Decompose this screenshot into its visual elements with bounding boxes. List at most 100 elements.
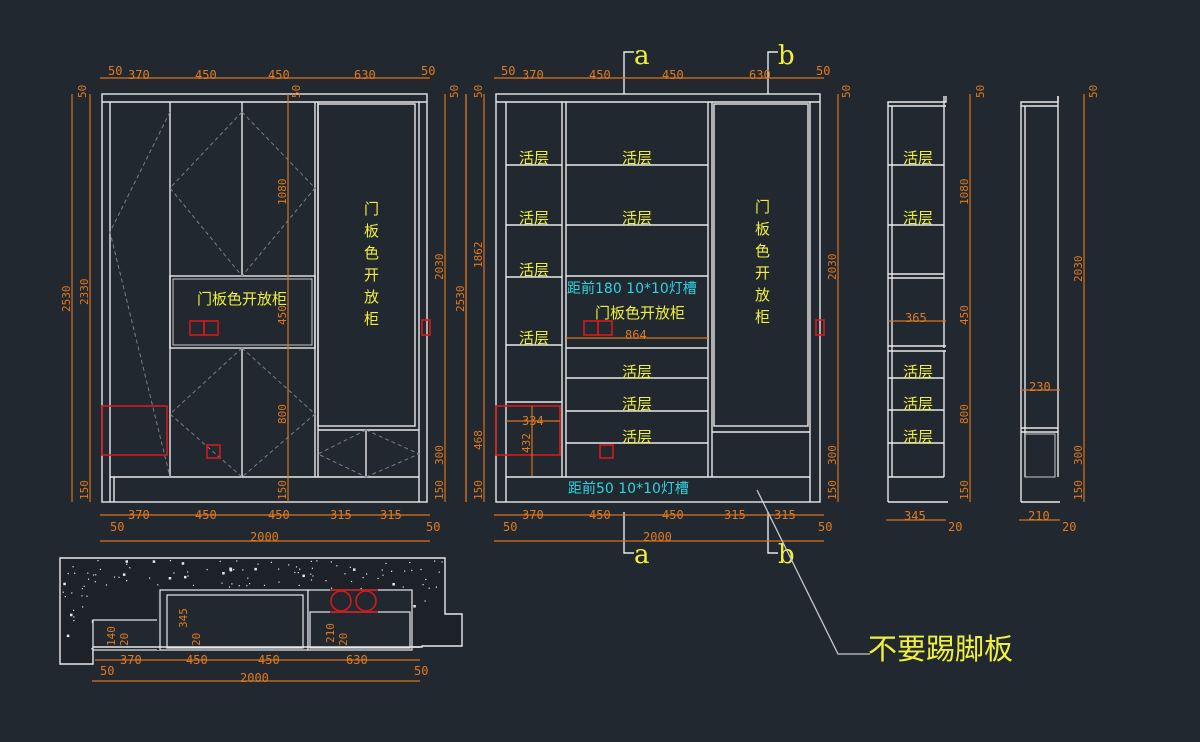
hatch-dot (360, 587, 362, 590)
hatch-dot (434, 560, 436, 562)
dim-label: 2030 (826, 254, 839, 281)
hatch-dot (238, 585, 240, 587)
front-tall-cabinet (317, 103, 416, 427)
hatch-dot (424, 600, 426, 602)
shelf-label: 活层 (622, 209, 652, 227)
dim-label: 300 (1072, 445, 1085, 465)
dim-label: 630 (346, 653, 368, 667)
shelf-label: 活层 (519, 329, 549, 347)
hatch-dot (299, 568, 301, 570)
hatch-dot (152, 560, 156, 563)
dim-label: 450 (276, 305, 289, 325)
dim-label: 150 (826, 480, 839, 500)
interior-tall-cabinet (713, 103, 809, 427)
hatch-dot (330, 561, 332, 563)
hatch-dot (362, 577, 364, 579)
dim-label: 864 (625, 328, 647, 342)
shelf-label: 活层 (903, 428, 933, 446)
hatch-dot (404, 570, 406, 572)
switch-marker (206, 444, 221, 459)
hatch-dot (242, 569, 244, 571)
hatch-dot (409, 561, 411, 564)
hatch-dot (257, 563, 259, 565)
dim-label: 150 (1072, 480, 1085, 500)
hatch-dot (187, 575, 189, 577)
hatch-dot (310, 573, 312, 575)
hatch-dot (192, 584, 195, 586)
hatch-dot (391, 570, 393, 572)
dim-label: 370 (120, 653, 142, 667)
hatch-dot (86, 595, 88, 597)
dim-label: 50 (76, 85, 89, 98)
dim-label: 50 (108, 64, 122, 78)
shelf-label: 活层 (622, 149, 652, 167)
dim-label: 450 (589, 508, 611, 522)
hatch-dot (420, 568, 422, 571)
dim-label: 370 (128, 68, 150, 82)
dim-label: 370 (522, 508, 544, 522)
socket-marker-a (189, 320, 205, 336)
dim-label: 2030 (1072, 256, 1085, 283)
hatch-dot (254, 567, 257, 571)
dim-label: 50 (818, 520, 832, 534)
hatch-dot (312, 575, 314, 577)
light-slot-upper-note: 距前180 10*10灯槽 (567, 280, 697, 297)
hatch-dot (336, 565, 338, 567)
hatch-dot (377, 577, 379, 579)
hatch-dot (81, 595, 83, 597)
hatch-dot (83, 585, 85, 587)
dim-label: 20 (337, 633, 350, 646)
shelf-label: 活层 (903, 363, 933, 381)
dim-label: 468 (472, 430, 485, 450)
dim-label: 300 (826, 445, 839, 465)
dim-label: 450 (195, 508, 217, 522)
hatch-dot (233, 569, 235, 571)
hatch-dot (92, 652, 94, 654)
hatch-dot (126, 580, 128, 582)
dim-label: 50 (100, 664, 114, 678)
hatch-dot (350, 580, 353, 583)
hatch-dot (64, 596, 66, 598)
plan-compartment-right (307, 589, 413, 651)
dim-label: 20 (948, 520, 962, 534)
front-elevation: 门板色开放柜 门板色开放柜 50 370 450 450 630 50 370 … (60, 64, 467, 544)
hatch-dot (126, 563, 128, 565)
hatch-dot (392, 583, 395, 586)
hatch-dot (149, 577, 151, 579)
total-width-label: 2000 (250, 530, 279, 544)
door-swing-small-right (365, 429, 421, 478)
hatch-dot (331, 587, 333, 589)
hatch-dot (95, 574, 97, 576)
dim-label: 450 (258, 653, 280, 667)
hatch-dot (82, 606, 84, 608)
hatch-dot (221, 582, 223, 584)
dim-label: 50 (426, 520, 440, 534)
section-label-a: a (634, 540, 650, 570)
hatch-dot (402, 586, 404, 588)
hatch-dot (73, 620, 75, 622)
pipe-marker (330, 590, 352, 612)
dim-label: 2330 (78, 279, 91, 306)
interior-cabinet-outline (495, 93, 821, 503)
dim-label: 345 (177, 608, 190, 628)
hatch-dot (105, 584, 108, 586)
dim-label: 800 (958, 404, 971, 424)
side-marker (421, 319, 431, 336)
hatch-dot (385, 562, 387, 565)
hatch-dot (316, 560, 318, 562)
dim-label: 1080 (276, 179, 289, 206)
hatch-dot (169, 560, 172, 562)
hatch-dot (73, 609, 75, 611)
dim-label: 150 (276, 480, 289, 500)
shelf-label: 活层 (622, 363, 652, 381)
hatch-dot (297, 572, 299, 574)
hatch-dot (187, 571, 189, 573)
hatch-dot (344, 573, 346, 575)
outlet-marker (495, 405, 561, 456)
door-swing-lower-left (169, 347, 243, 478)
dim-label: 50 (448, 85, 461, 98)
shelf-label: 活层 (519, 261, 549, 279)
hatch-dot (173, 572, 175, 574)
hatch-dot (122, 573, 126, 576)
